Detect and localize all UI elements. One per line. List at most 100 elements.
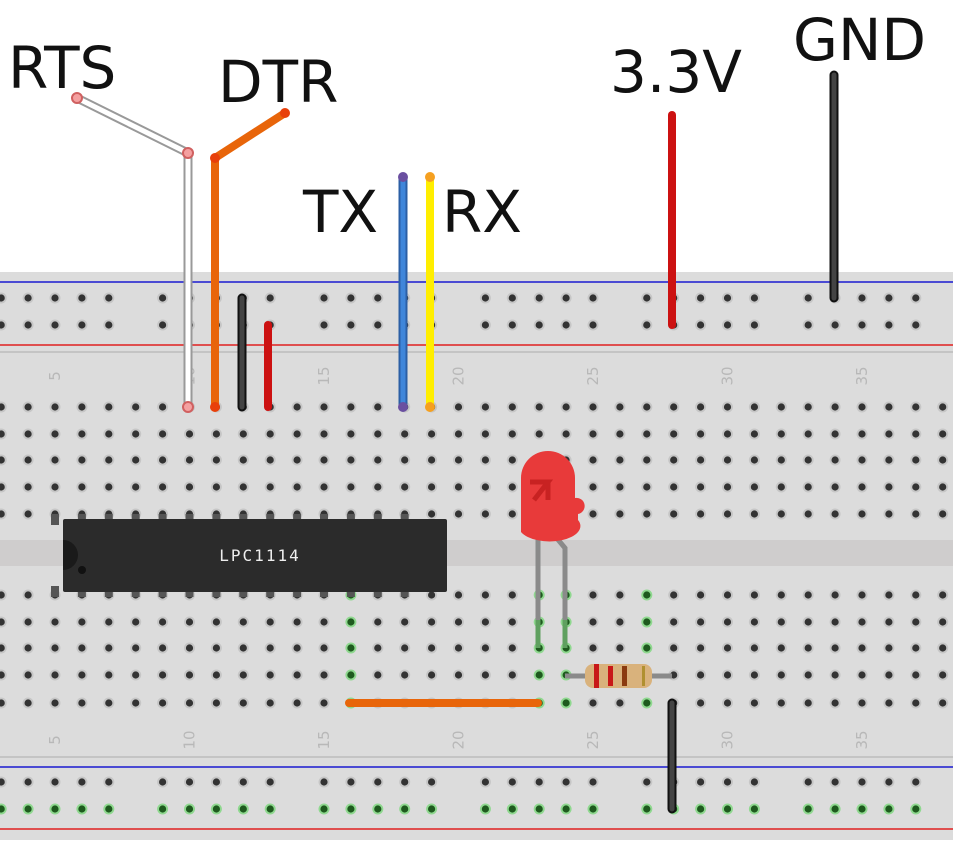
breadboard-hole[interactable] <box>750 430 759 438</box>
breadboard-hole[interactable] <box>185 805 194 813</box>
breadboard-hole[interactable] <box>643 483 651 491</box>
breadboard-hole[interactable] <box>428 456 436 464</box>
breadboard-hole[interactable] <box>51 430 59 438</box>
breadboard-hole[interactable] <box>185 456 194 464</box>
breadboard-hole[interactable] <box>535 294 543 302</box>
breadboard-hole[interactable] <box>804 699 812 707</box>
breadboard-hole[interactable] <box>508 644 516 652</box>
breadboard-hole[interactable] <box>401 430 409 438</box>
breadboard-hole[interactable] <box>24 671 32 679</box>
breadboard-hole[interactable] <box>293 618 301 626</box>
breadboard-hole[interactable] <box>374 456 382 464</box>
breadboard-hole[interactable] <box>320 403 328 411</box>
breadboard-hole[interactable] <box>912 483 920 491</box>
breadboard-hole[interactable] <box>239 699 247 707</box>
breadboard-hole[interactable] <box>105 321 113 329</box>
breadboard-hole[interactable] <box>320 778 328 786</box>
breadboard-hole[interactable] <box>374 778 382 786</box>
breadboard-hole[interactable] <box>750 321 759 329</box>
breadboard-hole[interactable] <box>212 644 220 652</box>
breadboard-hole[interactable] <box>0 510 5 518</box>
breadboard-hole[interactable] <box>885 671 893 679</box>
resistor[interactable] <box>565 664 672 688</box>
breadboard-hole[interactable] <box>589 430 597 438</box>
breadboard-hole[interactable] <box>454 483 463 491</box>
breadboard-hole[interactable] <box>481 403 489 411</box>
breadboard-hole[interactable] <box>885 644 893 652</box>
breadboard-hole[interactable] <box>750 618 759 626</box>
breadboard-hole[interactable] <box>643 321 651 329</box>
breadboard-hole[interactable] <box>24 778 32 786</box>
breadboard-hole[interactable] <box>24 456 32 464</box>
breadboard-hole[interactable] <box>535 403 543 411</box>
breadboard-hole[interactable] <box>858 294 866 302</box>
breadboard-hole[interactable] <box>374 671 382 679</box>
breadboard-hole[interactable] <box>293 403 301 411</box>
breadboard-hole[interactable] <box>401 644 409 652</box>
breadboard-hole[interactable] <box>750 699 759 707</box>
breadboard-hole[interactable] <box>239 430 247 438</box>
breadboard-hole[interactable] <box>912 644 920 652</box>
breadboard-hole[interactable] <box>347 671 355 679</box>
breadboard-hole[interactable] <box>643 294 651 302</box>
breadboard-hole[interactable] <box>858 671 866 679</box>
breadboard-hole[interactable] <box>266 778 274 786</box>
breadboard-hole[interactable] <box>831 671 839 679</box>
breadboard-hole[interactable] <box>320 805 328 813</box>
breadboard-hole[interactable] <box>723 294 732 302</box>
breadboard-hole[interactable] <box>939 483 947 491</box>
breadboard-hole[interactable] <box>562 430 570 438</box>
breadboard-hole[interactable] <box>132 403 140 411</box>
breadboard-hole[interactable] <box>454 456 463 464</box>
breadboard-hole[interactable] <box>831 430 839 438</box>
breadboard-hole[interactable] <box>212 699 220 707</box>
breadboard-hole[interactable] <box>266 699 274 707</box>
breadboard-hole[interactable] <box>78 321 86 329</box>
breadboard-hole[interactable] <box>105 778 113 786</box>
breadboard-hole[interactable] <box>239 483 247 491</box>
breadboard-hole[interactable] <box>508 671 516 679</box>
breadboard-hole[interactable] <box>212 618 220 626</box>
breadboard-hole[interactable] <box>159 321 167 329</box>
breadboard-hole[interactable] <box>266 294 274 302</box>
breadboard-hole[interactable] <box>562 294 570 302</box>
breadboard-hole[interactable] <box>0 644 5 652</box>
breadboard-hole[interactable] <box>939 510 947 518</box>
breadboard-hole[interactable] <box>616 699 624 707</box>
breadboard-hole[interactable] <box>858 805 866 813</box>
breadboard-hole[interactable] <box>804 805 812 813</box>
breadboard-hole[interactable] <box>0 456 5 464</box>
breadboard-hole[interactable] <box>858 510 866 518</box>
breadboard-hole[interactable] <box>858 644 866 652</box>
breadboard-hole[interactable] <box>508 778 516 786</box>
breadboard-hole[interactable] <box>670 510 678 518</box>
breadboard-hole[interactable] <box>723 483 732 491</box>
breadboard-hole[interactable] <box>78 403 86 411</box>
breadboard-hole[interactable] <box>939 430 947 438</box>
breadboard-hole[interactable] <box>589 778 597 786</box>
breadboard-hole[interactable] <box>723 510 732 518</box>
breadboard-hole[interactable] <box>428 510 436 518</box>
breadboard-hole[interactable] <box>0 430 5 438</box>
breadboard-hole[interactable] <box>508 294 516 302</box>
breadboard-hole[interactable] <box>750 510 759 518</box>
breadboard-hole[interactable] <box>723 618 732 626</box>
breadboard-hole[interactable] <box>912 456 920 464</box>
breadboard-hole[interactable] <box>454 403 463 411</box>
breadboard-hole[interactable] <box>831 456 839 464</box>
breadboard-hole[interactable] <box>481 618 489 626</box>
breadboard-hole[interactable] <box>185 699 194 707</box>
breadboard-hole[interactable] <box>266 805 274 813</box>
breadboard-hole[interactable] <box>939 618 947 626</box>
breadboard-hole[interactable] <box>885 403 893 411</box>
breadboard-hole[interactable] <box>24 321 32 329</box>
breadboard-hole[interactable] <box>643 618 651 626</box>
breadboard-hole[interactable] <box>428 671 436 679</box>
breadboard-hole[interactable] <box>51 403 59 411</box>
breadboard-hole[interactable] <box>266 671 274 679</box>
breadboard-hole[interactable] <box>562 403 570 411</box>
breadboard-hole[interactable] <box>347 430 355 438</box>
breadboard-hole[interactable] <box>320 671 328 679</box>
breadboard-hole[interactable] <box>293 699 301 707</box>
breadboard-hole[interactable] <box>589 618 597 626</box>
